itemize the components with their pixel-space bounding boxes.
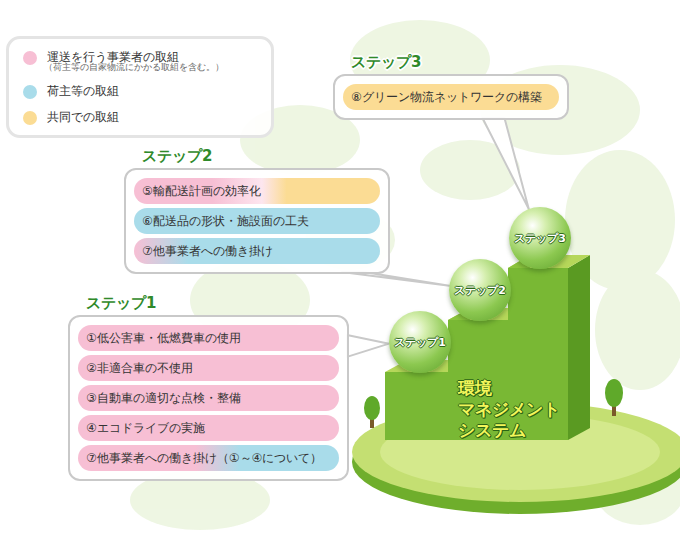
item-text: ③自動車の適切な点検・整備 <box>86 390 241 407</box>
step-sphere: ステップ1 <box>389 311 451 373</box>
step-panel: ステップ2⑤輸配送計画の効率化⑥配送品の形状・施設面の工夫⑦他事業者への働き掛け <box>124 168 390 274</box>
legend-note: （荷主等の自家物流にかかる取組を含む。） <box>44 62 264 74</box>
legend-swatch <box>23 51 37 65</box>
action-item: ⑥配送品の形状・施設面の工夫 <box>134 208 380 234</box>
item-text: ⑤輸配送計画の効率化 <box>142 183 261 200</box>
item-text: ⑦他事業者への働き掛け（①～④について） <box>86 450 322 467</box>
step-panel: ステップ3⑧グリーン物流ネットワークの構築 <box>333 74 569 120</box>
action-item: ②非適合車の不使用 <box>78 355 339 381</box>
item-text: ④エコドライブの実施 <box>86 420 205 437</box>
item-text: ②非適合車の不使用 <box>86 360 193 377</box>
step-heading: ステップ2 <box>142 147 212 166</box>
item-text: ⑧グリーン物流ネットワークの構築 <box>351 89 542 106</box>
legend-row: 共同での取組 <box>23 109 119 126</box>
legend-swatch <box>23 85 37 99</box>
item-text: ⑦他事業者への働き掛け <box>142 243 273 260</box>
step-panel: ステップ1①低公害車・低燃費車の使用②非適合車の不使用③自動車の適切な点検・整備… <box>68 315 349 481</box>
sphere-label: ステップ2 <box>454 283 506 298</box>
action-item: ⑧グリーン物流ネットワークの構築 <box>343 84 559 110</box>
stair-label: 環境 マネジメント システム <box>458 378 568 441</box>
action-item: ①低公害車・低燃費車の使用 <box>78 325 339 351</box>
sphere-label: ステップ1 <box>394 335 446 350</box>
sphere-label: ステップ3 <box>514 231 566 246</box>
action-item: ④エコドライブの実施 <box>78 415 339 441</box>
step-heading: ステップ1 <box>86 294 156 313</box>
step-heading: ステップ3 <box>351 53 421 72</box>
step-sphere: ステップ2 <box>449 259 511 321</box>
legend-row: 荷主等の取組 <box>23 83 119 100</box>
action-item: ⑦他事業者への働き掛け（①～④について） <box>78 445 339 471</box>
legend-swatch <box>23 111 37 125</box>
item-text: ⑥配送品の形状・施設面の工夫 <box>142 213 309 230</box>
item-text: ①低公害車・低燃費車の使用 <box>86 330 241 347</box>
step-sphere: ステップ3 <box>509 207 571 269</box>
callout-tail <box>347 335 389 357</box>
callout-tail <box>482 118 528 209</box>
legend-text: 荷主等の取組 <box>47 83 119 100</box>
legend-box: 運送を行う事業者の取組荷主等の取組共同での取組 <box>6 36 274 138</box>
action-item: ⑤輸配送計画の効率化 <box>134 178 380 204</box>
callout-tail <box>342 272 450 286</box>
action-item: ③自動車の適切な点検・整備 <box>78 385 339 411</box>
legend-text: 共同での取組 <box>47 109 119 126</box>
action-item: ⑦他事業者への働き掛け <box>134 238 380 264</box>
